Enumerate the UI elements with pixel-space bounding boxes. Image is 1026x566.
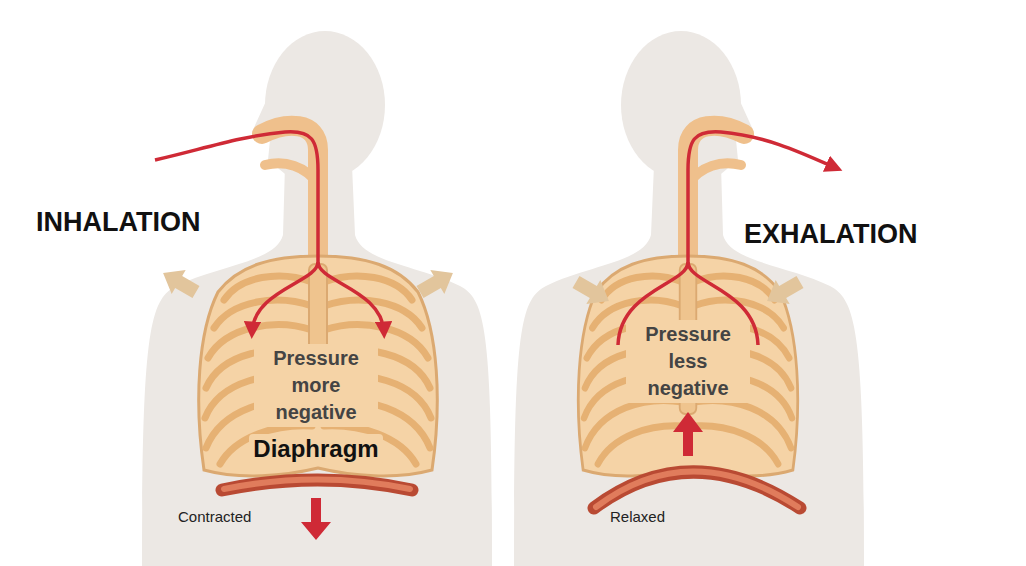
figure-heading: INHALATION <box>36 206 200 238</box>
ribcage <box>199 256 438 476</box>
pressure-note: Pressure less negative <box>626 320 750 403</box>
movement-arrow <box>673 412 703 456</box>
airflow-arrow <box>252 262 318 332</box>
movement-arrow <box>301 498 331 540</box>
exhalation-figure <box>514 31 864 566</box>
ribcage <box>578 256 797 476</box>
pressure-note: Pressure more negative <box>254 344 378 427</box>
diaphragm <box>222 480 412 490</box>
part-name: Diaphragm <box>249 434 382 465</box>
body-silhouette <box>142 31 492 566</box>
expansion-arrow <box>413 261 460 304</box>
state-label: Relaxed <box>610 508 665 526</box>
diaphragm <box>224 480 410 490</box>
figure-heading: EXHALATION <box>744 218 918 250</box>
airflow-arrow <box>318 262 384 332</box>
compression-arrow <box>760 270 807 313</box>
body-silhouette <box>514 31 864 566</box>
compression-arrow <box>569 270 616 313</box>
airflow-arrow <box>155 132 318 262</box>
expansion-arrow <box>156 261 203 304</box>
diaphragm <box>596 472 798 508</box>
diaphragm <box>594 472 800 508</box>
inhalation-figure <box>142 31 492 566</box>
state-label: Contracted <box>178 508 251 526</box>
